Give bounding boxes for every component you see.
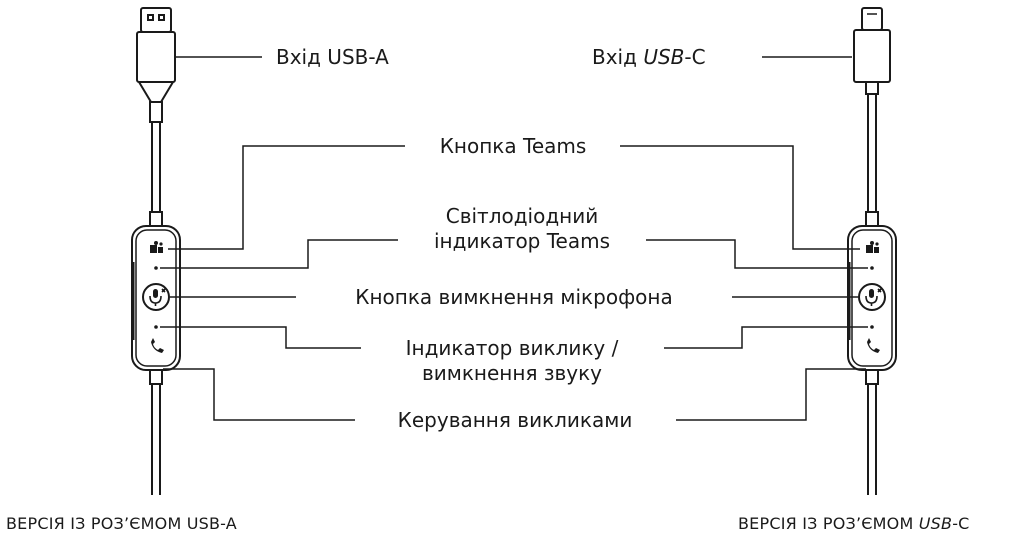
controller-bottom-joint	[149, 369, 163, 385]
usb-c-cable-assembly	[847, 7, 897, 495]
mic-mute-icon	[865, 288, 882, 306]
mic-mute-label: Кнопка вимкнення мікрофона	[355, 285, 673, 309]
usb-c-input-label: Вхід USB-C	[592, 45, 706, 69]
usb-a-cable-assembly	[131, 7, 181, 495]
call-indicator-label-line1: Індикатор виклику /	[405, 336, 619, 360]
usb-a-neck	[149, 101, 163, 123]
usb-a-input-label: Вхід USB-A	[276, 45, 389, 69]
teams-led-label-line1: Світлодіодний	[445, 204, 599, 228]
phone-icon	[867, 338, 880, 353]
call-led	[870, 325, 874, 329]
teams-icon	[866, 241, 879, 253]
usb-a-pin	[147, 14, 154, 21]
teams-led	[154, 266, 158, 270]
usb-c-plug-body	[853, 29, 891, 83]
call-led	[154, 325, 158, 329]
usb-a-strain-relief	[138, 81, 174, 103]
usb-a-plug-tip	[140, 7, 172, 33]
teams-button-label: Кнопка Teams	[439, 134, 587, 158]
mic-mute-icon	[149, 288, 166, 306]
usb-c-input-name: USB	[643, 45, 685, 69]
usb-c-plug-tip	[861, 7, 883, 31]
usb-c-input-prefix: Вхід	[592, 45, 644, 69]
teams-led-label-line2: індикатор Teams	[433, 229, 611, 253]
usb-a-plug-body	[136, 31, 176, 83]
controller-bottom-joint	[865, 369, 879, 385]
controller-top-joint	[865, 211, 879, 227]
usb-a-pin	[158, 14, 165, 21]
teams-led	[870, 266, 874, 270]
call-control-label: Керування викликами	[397, 408, 633, 432]
mic-mute-button-left	[142, 283, 170, 311]
usb-c-neck	[865, 81, 879, 95]
usb-c-caption-suffix: -C	[952, 514, 970, 533]
controller-top-joint	[149, 211, 163, 227]
usb-c-input-suffix: -C	[684, 45, 706, 69]
usb-a-version-caption: ВЕРСІЯ ІЗ РОЗ’ЄМОМ USB-A	[6, 514, 237, 533]
teams-icon	[150, 241, 163, 253]
call-indicator-label-line2: вимкнення звуку	[421, 361, 603, 385]
phone-icon	[151, 338, 164, 353]
usb-c-caption-prefix: ВЕРСІЯ ІЗ РОЗ’ЄМОМ	[738, 514, 919, 533]
leader-lines	[160, 56, 868, 421]
usb-c-caption-name: USB	[918, 514, 953, 533]
usb-c-version-caption: ВЕРСІЯ ІЗ РОЗ’ЄМОМ USB-C	[738, 514, 970, 533]
mic-mute-button-right	[858, 283, 886, 311]
